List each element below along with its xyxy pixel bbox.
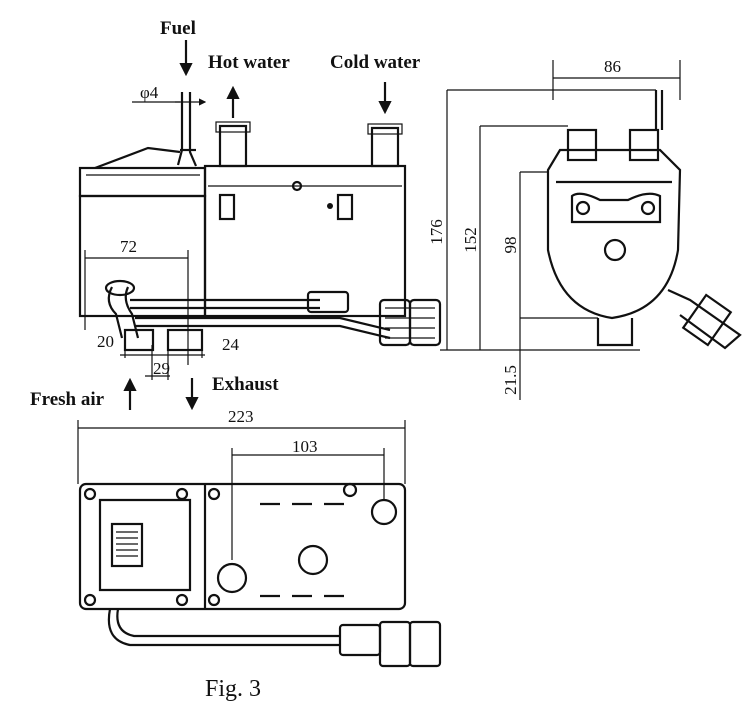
dim-21-5: 21.5 xyxy=(501,365,520,395)
dim-86: 86 xyxy=(604,57,621,76)
dim-72: 72 xyxy=(120,237,137,256)
dim-223: 223 xyxy=(228,407,254,426)
label-hot-water: Hot water xyxy=(208,52,290,73)
top-dimension-lines xyxy=(77,420,406,560)
label-cold-water: Cold water xyxy=(330,52,421,73)
side-view xyxy=(546,90,742,350)
label-exhaust: Exhaust xyxy=(212,374,279,395)
label-fresh-air: Fresh air xyxy=(30,389,105,410)
front-dimension-lines xyxy=(84,98,207,380)
label-fuel: Fuel xyxy=(160,18,196,39)
dim-20: 20 xyxy=(97,332,114,351)
dim-24: 24 xyxy=(222,335,240,354)
flow-arrows xyxy=(123,40,392,411)
side-dimension-lines xyxy=(440,60,681,400)
dim-103: 103 xyxy=(292,437,318,456)
dim-29: 29 xyxy=(153,359,170,378)
figure-caption: Fig. 3 xyxy=(205,676,261,702)
dim-152: 152 xyxy=(461,227,480,253)
front-view xyxy=(78,92,442,352)
dim-176: 176 xyxy=(427,219,446,245)
top-view xyxy=(78,482,442,668)
dim-fuel-pipe-diameter: φ4 xyxy=(140,83,159,102)
dim-98: 98 xyxy=(501,237,520,254)
